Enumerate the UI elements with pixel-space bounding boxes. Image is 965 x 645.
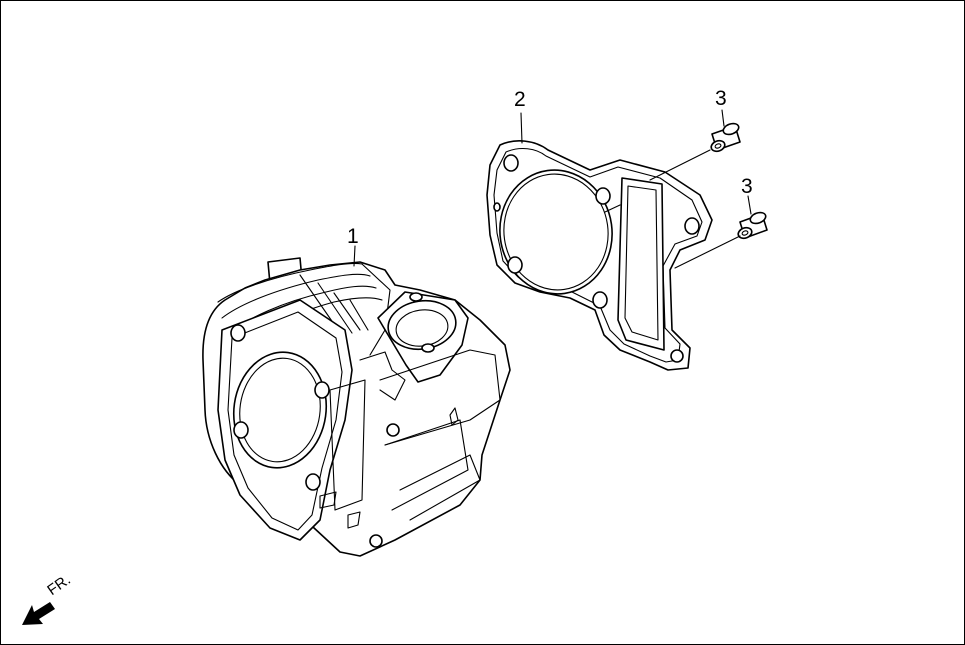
callout-3-lower: 3 (741, 175, 753, 198)
dowel-pin-upper (710, 122, 741, 153)
callout-1: 1 (347, 225, 359, 248)
gasket-part (486, 140, 713, 371)
callout-2: 2 (514, 88, 526, 111)
cylinder-part (202, 257, 511, 557)
leader-lines (353, 109, 752, 269)
dowel-pin-lower (737, 211, 768, 240)
callout-3-upper: 3 (715, 87, 727, 110)
arrow-front-icon (22, 602, 55, 625)
